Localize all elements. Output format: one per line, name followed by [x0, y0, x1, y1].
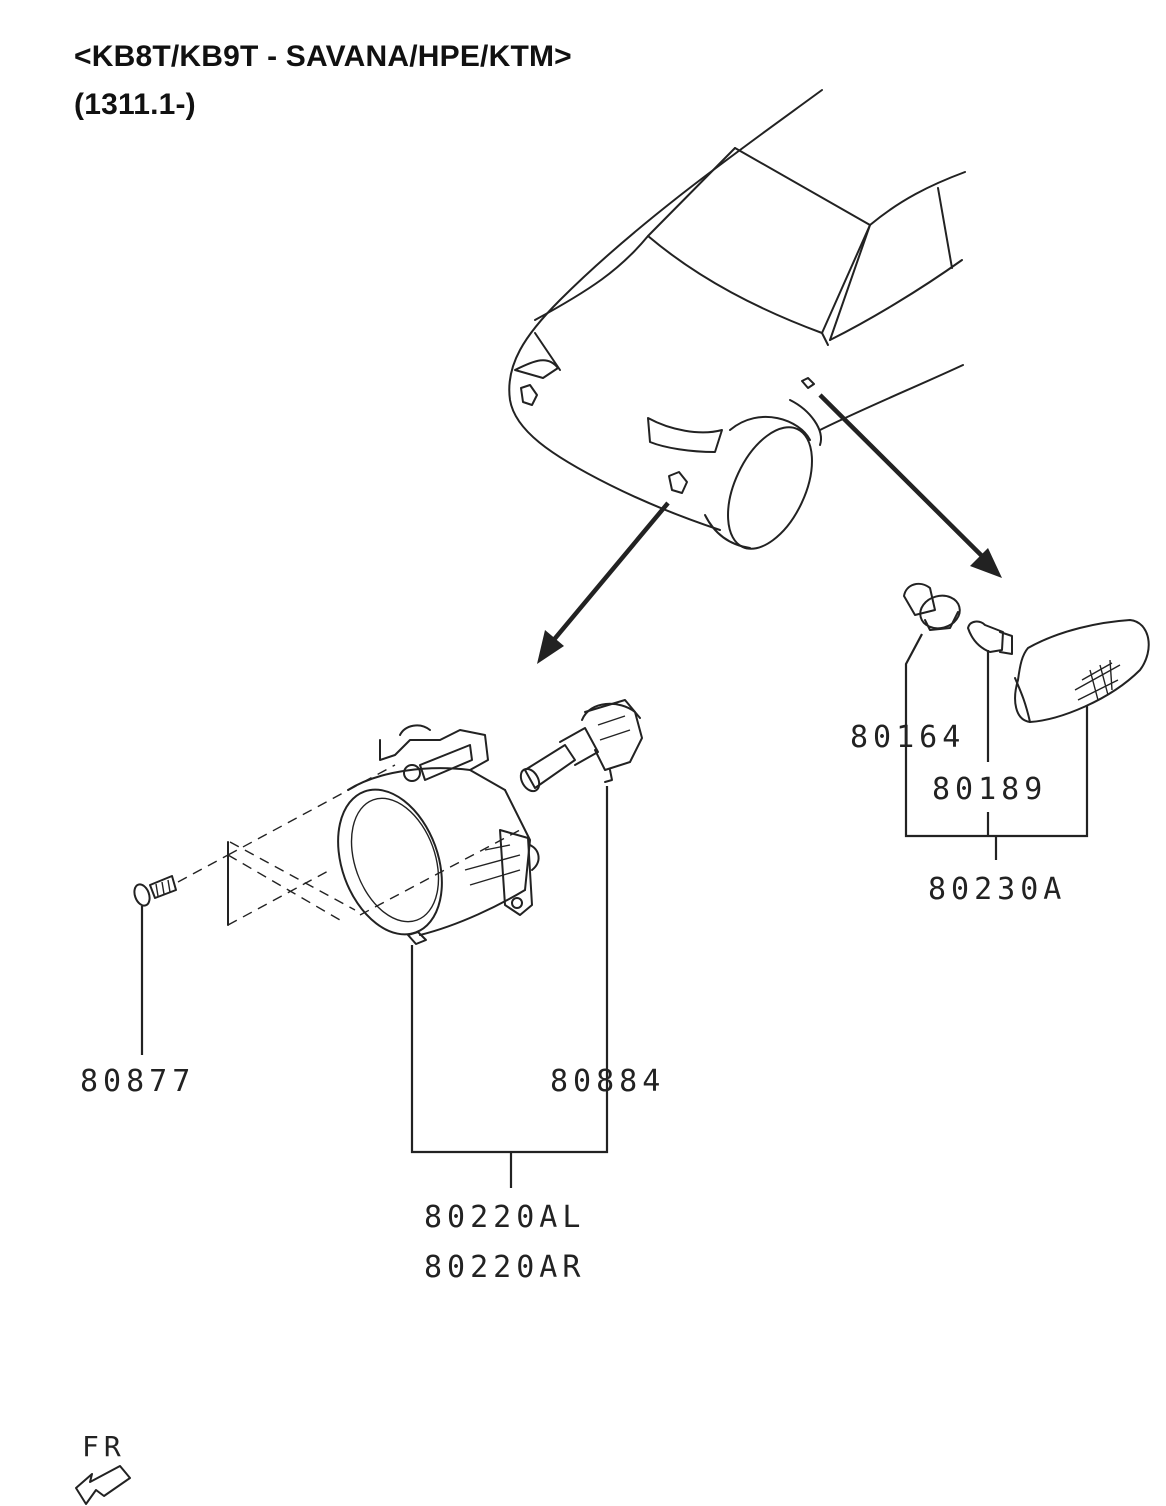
part-number-fog-lamp-left[interactable]: 80220AL — [424, 1200, 586, 1235]
fog-lamp-bulb — [519, 699, 643, 793]
pointer-arrow-fog — [537, 501, 670, 664]
leader-lines — [140, 633, 1089, 1188]
assembly-guide-lines — [177, 764, 521, 926]
part-number-side-turn-lamp[interactable]: 80230A — [928, 872, 1067, 907]
fog-lamp-housing — [337, 724, 540, 945]
side-turn-bulb — [967, 620, 1013, 655]
screw — [133, 875, 177, 907]
side-turn-socket — [903, 582, 961, 631]
model-title: <KB8T/KB9T - SAVANA/HPE/KTM> — [74, 40, 572, 73]
part-number-side-bulb[interactable]: 80189 — [932, 772, 1048, 807]
part-number-socket[interactable]: 80164 — [850, 720, 966, 755]
front-direction-arrow-icon — [75, 1465, 131, 1505]
vehicle-outline — [508, 89, 966, 550]
side-turn-lamp-lens — [1014, 619, 1150, 723]
part-number-fog-bulb[interactable]: 80884 — [550, 1064, 666, 1099]
pointer-arrow-side — [818, 393, 1002, 578]
part-number-screw[interactable]: 80877 — [80, 1064, 196, 1099]
date-range: (1311.1-) — [74, 88, 196, 121]
direction-label: FR — [82, 1430, 126, 1463]
part-number-fog-lamp-right[interactable]: 80220AR — [424, 1250, 586, 1285]
